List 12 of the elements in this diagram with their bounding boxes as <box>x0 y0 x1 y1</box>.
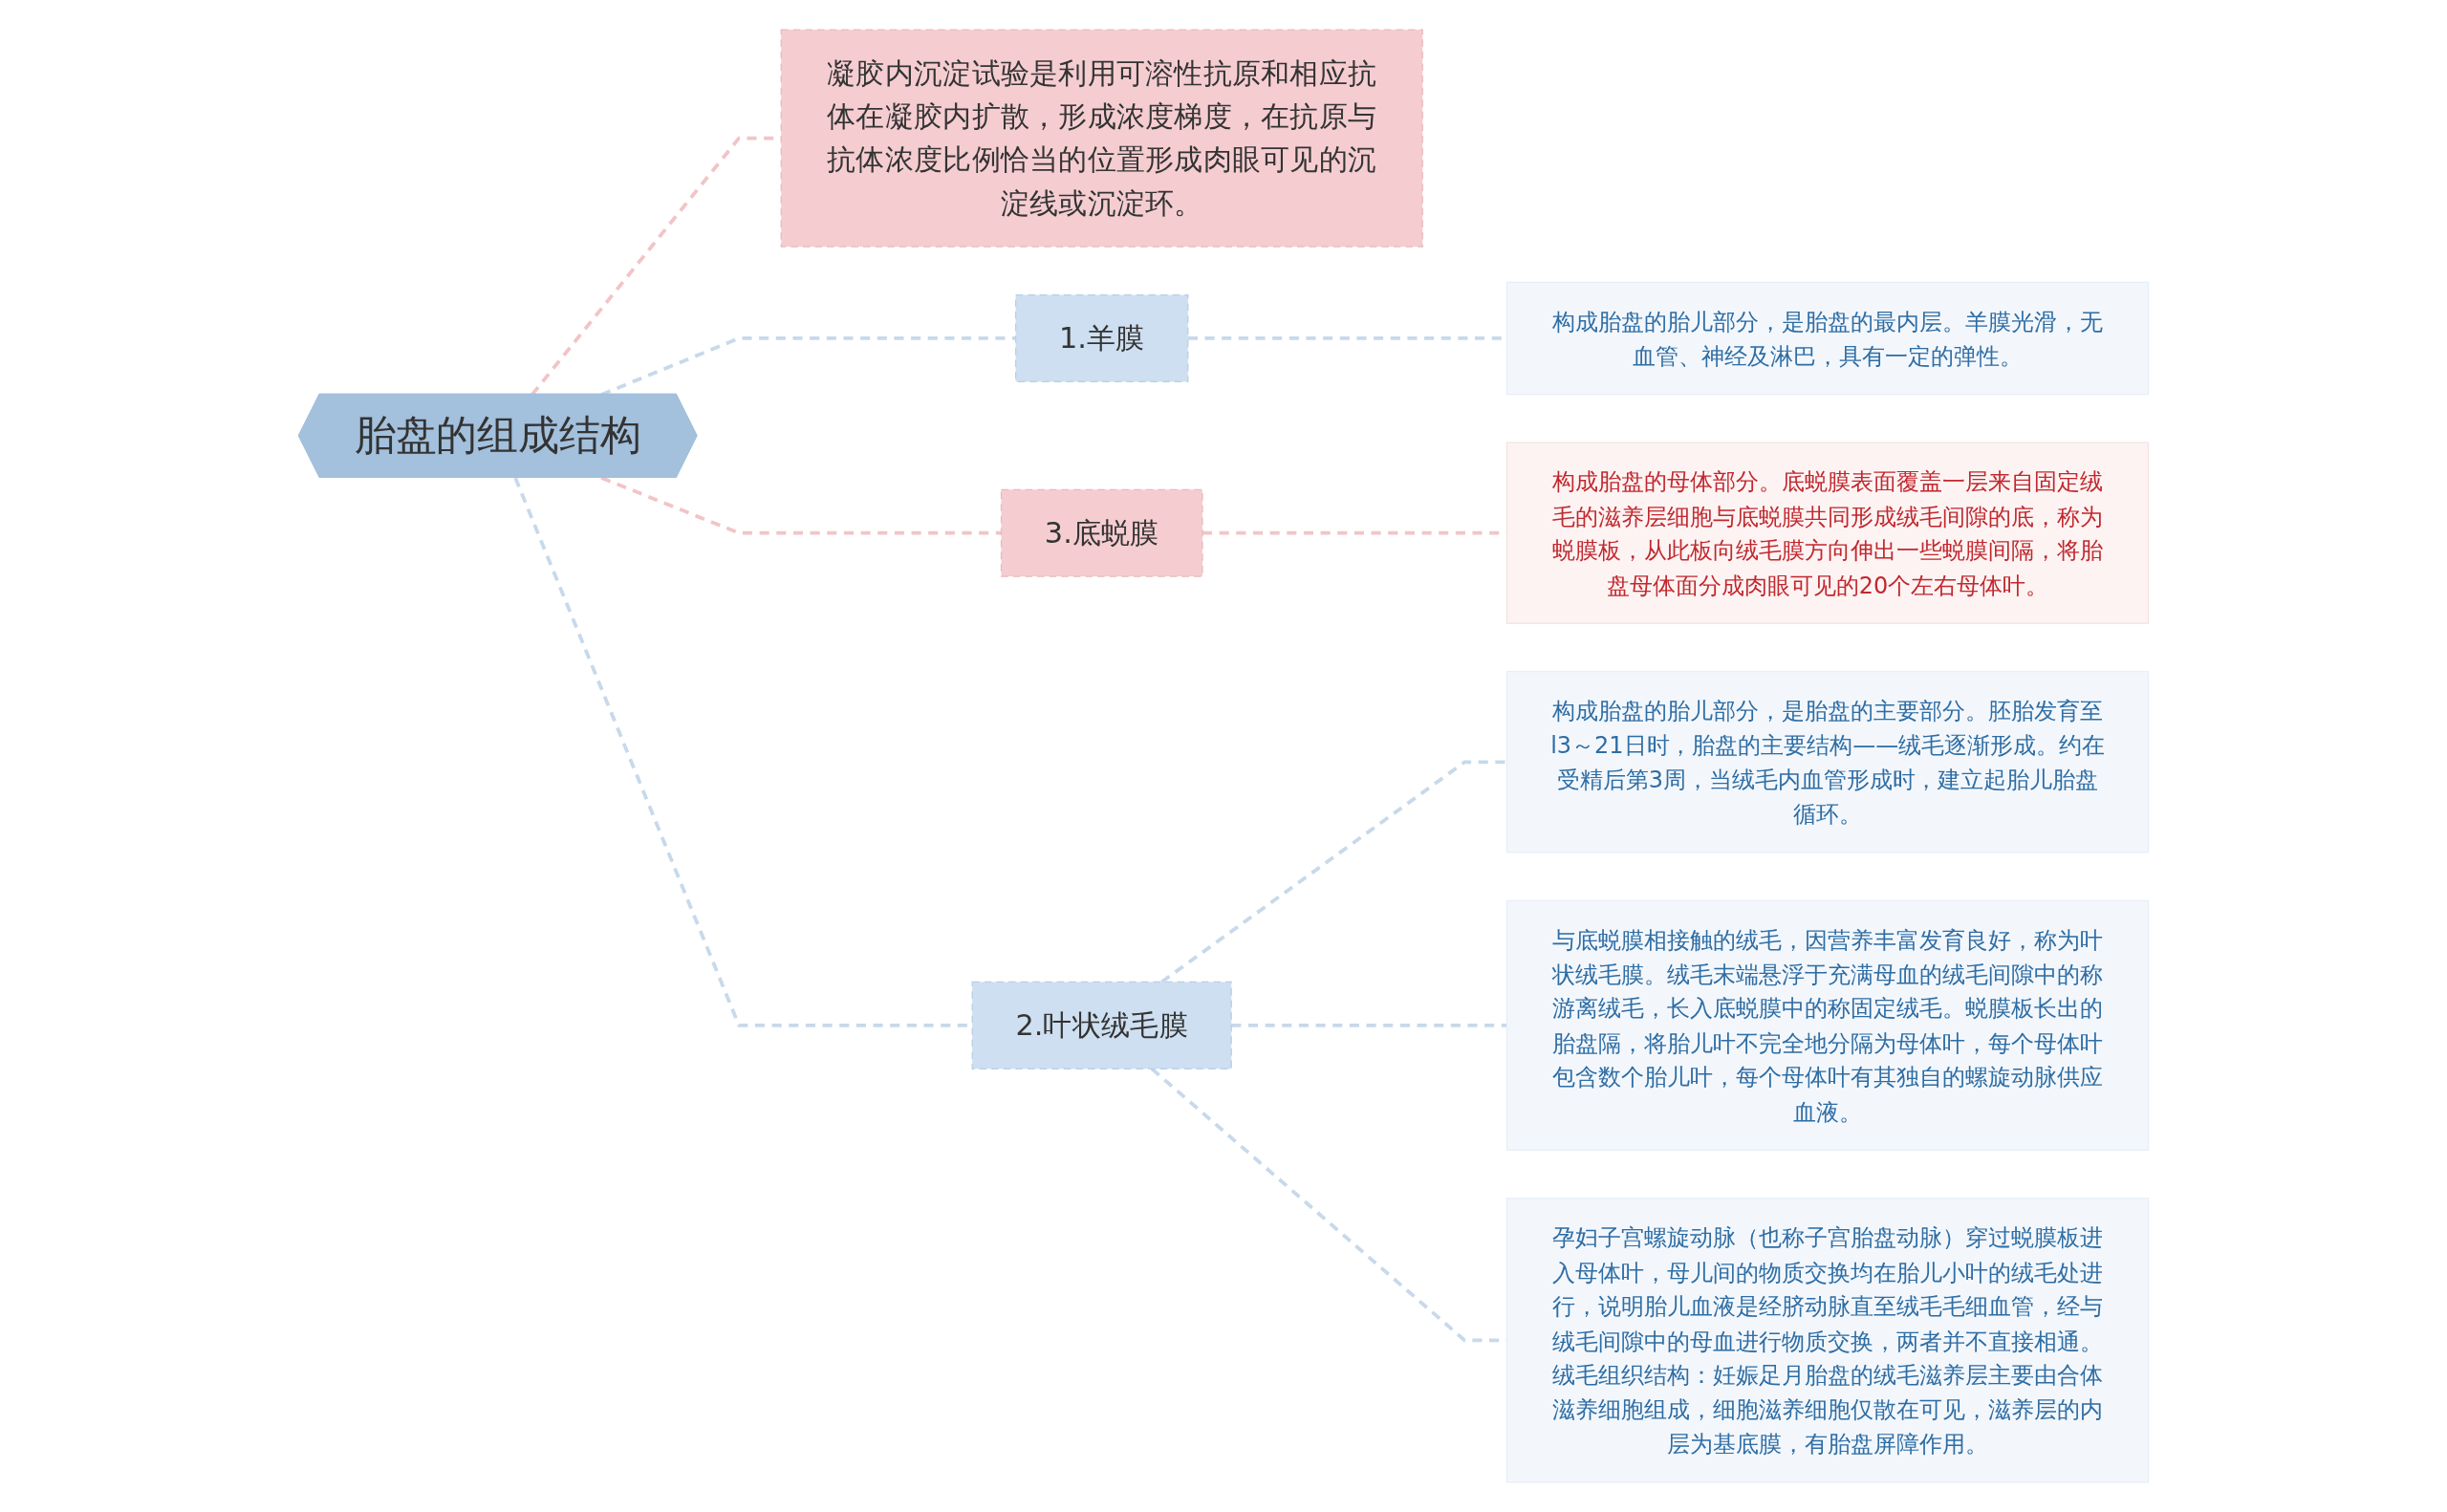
node-box: 凝胶内沉淀试验是利用可溶性抗原和相应抗体在凝胶内扩散，形成浓度梯度，在抗原与抗体浓度比例恰当的位置形成肉眼可见的沉淀线或沉淀环。 <box>780 29 1423 248</box>
node-box: 构成胎盘的胎儿部分，是胎盘的主要部分。胚胎发育至l3～21日时，胎盘的主要结构——绒毛逐渐形成。约在受精后第3周，当绒毛内血管形成时，建立起胎儿胎盘循环。 <box>1505 671 2150 853</box>
node-box: 与底蜕膜相接触的绒毛，因营养丰富发育良好，称为叶状绒毛膜。绒毛末端悬浮于充满母血的绒毛间隙中的称游离绒毛，长入底蜕膜中的称固定绒毛。蜕膜板长出的胎盘隔，将胎儿叶不完全地分隔为母体叶，每个母体叶包含数个胎儿叶，每个母体叶有其独自的螺旋动脉供应血液。 <box>1505 899 2150 1152</box>
node-box: 2.叶状绒毛膜 <box>971 981 1232 1069</box>
connector <box>1231 1024 1507 1027</box>
node-box: 1.羊膜 <box>1014 293 1189 382</box>
node-box: 构成胎盘的母体部分。底蜕膜表面覆盖一层来自固定绒毛的滋养层细胞与底蜕膜共同形成绒毛间隙的底，称为蜕膜板，从此板向绒毛膜方向伸出一些蜕膜间隔，将胎盘母体面分成肉眼可见的20个左右母体叶。 <box>1505 442 2150 624</box>
node-box: 3.底蜕膜 <box>1000 488 1203 577</box>
connector <box>1160 760 1507 983</box>
connector <box>600 476 1002 535</box>
node-box: 构成胎盘的胎儿部分，是胎盘的最内层。羊膜光滑，无血管、神经及淋巴，具有一定的弹性。 <box>1505 281 2150 396</box>
node-box: 孕妇子宫螺旋动脉（也称子宫胎盘动脉）穿过蜕膜板进入母体叶，母儿间的物质交换均在胎儿小叶的绒毛处进行，说明胎儿血液是经脐动脉直至绒毛毛细血管，经与绒毛间隙中的母血进行物质交换，两者并不直接相通。绒毛组织结构：妊娠足月胎盘的绒毛滋养层主要由合体滋养细胞组成，细胞滋养细胞仅散在可见，滋养层的内层为基底膜，有胎盘屏障作用。 <box>1505 1198 2150 1483</box>
